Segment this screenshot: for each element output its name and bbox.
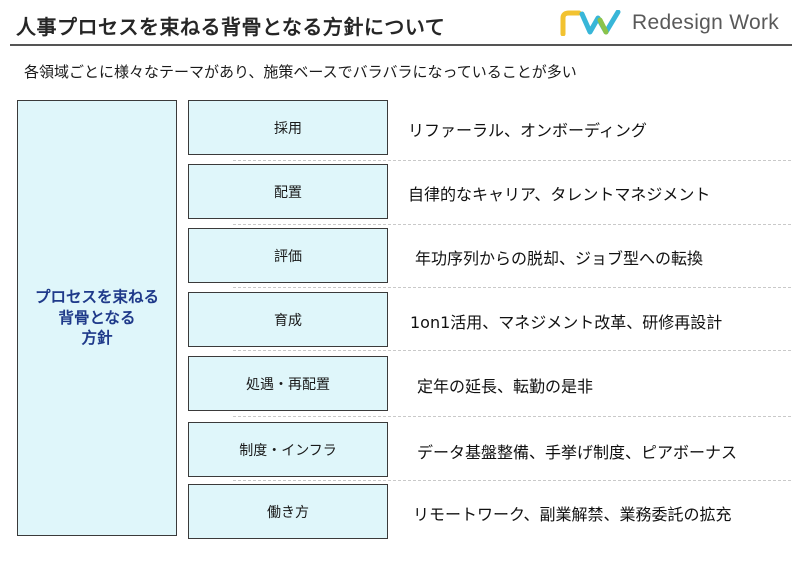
redesign-work-logo-icon [560,10,621,36]
title-divider [10,44,792,46]
subtitle: 各領域ごとに様々なテーマがあり、施策ベースでバラバラになっていることが多い [24,63,577,81]
brand-logo: Redesign Work [560,8,790,38]
process-box-evaluation: 評価 [188,228,388,283]
process-box-compensation: 処遇・再配置 [188,356,388,411]
row-divider [233,480,791,481]
description-evaluation: 年功序列からの脱却、ジョブ型への転換 [415,249,704,268]
row-divider [233,416,791,417]
description-development: 1on1活用、マネジメント改革、研修再設計 [410,313,723,332]
process-box-systems: 制度・インフラ [188,422,388,477]
description-compensation: 定年の延長、転勤の是非 [417,377,594,396]
spine-policy-box: プロセスを束ねる 背骨となる 方針 [17,100,177,536]
process-box-recruiting: 採用 [188,100,388,155]
row-divider [233,287,791,288]
description-work-style: リモートワーク、副業解禁、業務委託の拡充 [413,505,732,524]
process-box-work-style: 働き方 [188,484,388,539]
description-recruiting: リファーラル、オンボーディング [408,121,647,140]
spine-policy-label: プロセスを束ねる 背骨となる 方針 [34,287,159,348]
process-box-placement: 配置 [188,164,388,219]
description-systems: データ基盤整備、手挙げ制度、ピアボーナス [417,443,738,462]
row-divider [233,224,791,225]
logo-text: Redesign Work [632,11,780,34]
row-divider [233,160,791,161]
page-title: 人事プロセスを束ねる背骨となる方針について [16,15,446,39]
description-placement: 自律的なキャリア、タレントマネジメント [408,185,711,204]
process-box-development: 育成 [188,292,388,347]
row-divider [233,350,791,351]
